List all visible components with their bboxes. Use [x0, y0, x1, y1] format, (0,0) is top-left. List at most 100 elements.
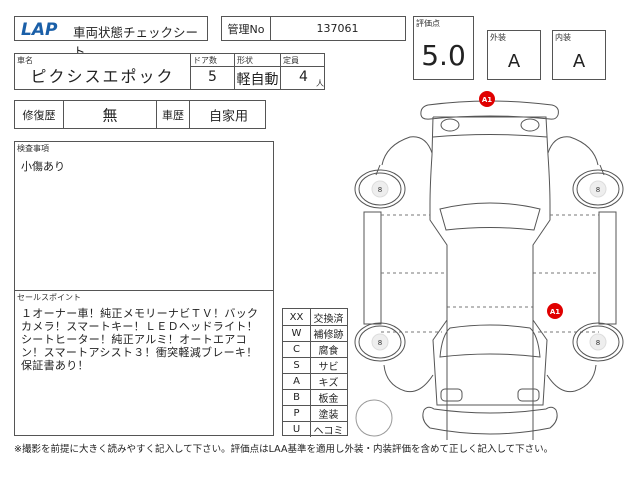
legend-name: 交換済 [313, 313, 344, 325]
left-front-wheel [354, 322, 406, 362]
left-side-sill [363, 211, 382, 325]
front-bumper-outline [422, 406, 558, 435]
legend-name: ヘコミ [313, 425, 344, 437]
sales-points-box: セールスポイント １オーナー車！純正メモリーナビＴＶ！バックカメラ！スマートキー… [14, 290, 274, 436]
interior-grade-value: A [572, 51, 586, 72]
history-row: 修復歴 無 車歴 自家用 [14, 100, 266, 129]
legend-row: S サビ [283, 357, 347, 374]
usage-history-label-cell: 車歴 [157, 101, 190, 128]
inspection-notes-label: 検査事項 [17, 144, 49, 153]
legend-code: A [283, 373, 311, 389]
legend-code: S [283, 357, 311, 373]
front-lamp-right [517, 388, 540, 402]
vehicle-name-cell: 車名 ピクシスエポック [15, 54, 191, 89]
legend-code: W [283, 325, 311, 341]
usage-history-label: 車歴 [162, 108, 184, 122]
legend-name: キズ [318, 377, 339, 389]
footer-note: ※撮影を前提に大きく読みやすく記入して下さい。評価点はLAA基準を適用し外装・内… [14, 444, 554, 455]
exterior-grade-value: A [507, 51, 521, 72]
legend-code: XX [283, 309, 311, 325]
repair-history-label-cell: 修復歴 [15, 101, 64, 128]
legend-name: 腐食 [318, 345, 339, 357]
door-count-value: 5 [208, 69, 217, 85]
rear-lamp-right [520, 118, 540, 132]
vehicle-info-row: 車名 ピクシスエポック ドア数 5 形状 軽自動 定員 4 人 [14, 53, 325, 90]
front-body-outline [432, 319, 548, 406]
usage-history-value: 自家用 [208, 109, 248, 124]
capacity-unit: 人 [316, 79, 324, 88]
inspection-notes-box: 検査事項 小傷あり [14, 141, 274, 291]
label-divider [191, 66, 324, 67]
exterior-grade-box: 外装 A [487, 30, 541, 80]
legend-row: P 塗装 [283, 405, 347, 422]
legend-row: A キズ [283, 373, 347, 390]
repair-history-label: 修復歴 [22, 108, 56, 122]
rear-bumper-outline [420, 100, 559, 120]
damage-marker-rear-bumper[interactable]: A1 [479, 91, 495, 107]
legend-name: 塗装 [318, 409, 339, 421]
legend-code: P [283, 405, 311, 421]
right-rear-wheel [572, 169, 624, 209]
svg-text:8: 8 [596, 339, 600, 347]
car-damage-diagram: 8 8 8 8 A1 [354, 91, 624, 440]
svg-text:A1: A1 [550, 308, 560, 316]
spare-tire-circle [355, 399, 393, 437]
legend-code: U [283, 421, 311, 437]
capacity-value: 4 [299, 69, 308, 85]
sales-points-label: セールスポイント [17, 293, 81, 302]
rear-lamp-left [440, 118, 460, 132]
interior-grade-label: 内装 [555, 33, 571, 42]
body-shape-cell: 形状 軽自動 [235, 54, 281, 89]
capacity-label: 定員 [283, 56, 299, 65]
damage-marker-right-side[interactable]: A1 [547, 303, 563, 319]
evaluation-score-label: 評価点 [416, 19, 440, 28]
rear-window-outline [439, 202, 541, 231]
management-no-value: 137061 [316, 22, 359, 35]
body-shape-label: 形状 [237, 56, 253, 65]
svg-text:8: 8 [378, 186, 382, 194]
sheet-header: LAP 車両状態チェックシート [14, 16, 208, 59]
evaluation-score-value: 5.0 [421, 39, 466, 72]
repair-history-value-cell: 無 [64, 101, 157, 128]
svg-text:LAP: LAP [21, 20, 58, 37]
management-no-label: 管理No [222, 17, 271, 40]
legend-name: サビ [318, 361, 339, 373]
legend-name: 補修跡 [313, 329, 344, 341]
legend-code: B [283, 389, 311, 405]
inspection-notes-text: 小傷あり [21, 160, 65, 173]
svg-text:8: 8 [596, 186, 600, 194]
door-count-cell: ドア数 5 [191, 54, 235, 89]
svg-text:8: 8 [378, 339, 382, 347]
vehicle-name-value: ピクシスエポック [30, 67, 175, 86]
sales-points-text: １オーナー車！純正メモリーナビＴＶ！バックカメラ！スマートキー！ＬＥＤヘッドライ… [21, 307, 259, 372]
front-lamp-left [440, 388, 463, 402]
capacity-cell: 定員 4 人 [281, 54, 326, 89]
left-rear-fender [381, 136, 433, 166]
rear-body-outline [433, 116, 551, 440]
right-rear-fender [547, 136, 599, 166]
exterior-grade-label: 外装 [490, 33, 506, 42]
vehicle-name-label: 車名 [17, 56, 33, 65]
lap-logo-icon: LAP [21, 20, 58, 37]
body-shape-value: 軽自動 [236, 72, 279, 88]
door-count-label: ドア数 [193, 56, 217, 65]
interior-grade-box: 内装 A [552, 30, 606, 80]
usage-history-value-cell: 自家用 [190, 101, 267, 128]
left-front-fender [383, 364, 434, 393]
evaluation-score-box: 評価点 5.0 [413, 16, 474, 80]
left-rear-wheel [354, 169, 406, 209]
legend-name: 板金 [318, 393, 339, 405]
svg-text:A1: A1 [482, 96, 492, 104]
right-front-wheel [572, 322, 624, 362]
right-front-fender [546, 364, 597, 393]
repair-history-value: 無 [102, 106, 118, 124]
legend-code: C [283, 341, 311, 357]
legend-row: B 板金 [283, 389, 347, 406]
roof-outline [446, 245, 534, 320]
windshield-outline [439, 324, 541, 358]
legend-row: C 腐食 [283, 341, 347, 358]
right-side-sill [598, 211, 617, 325]
